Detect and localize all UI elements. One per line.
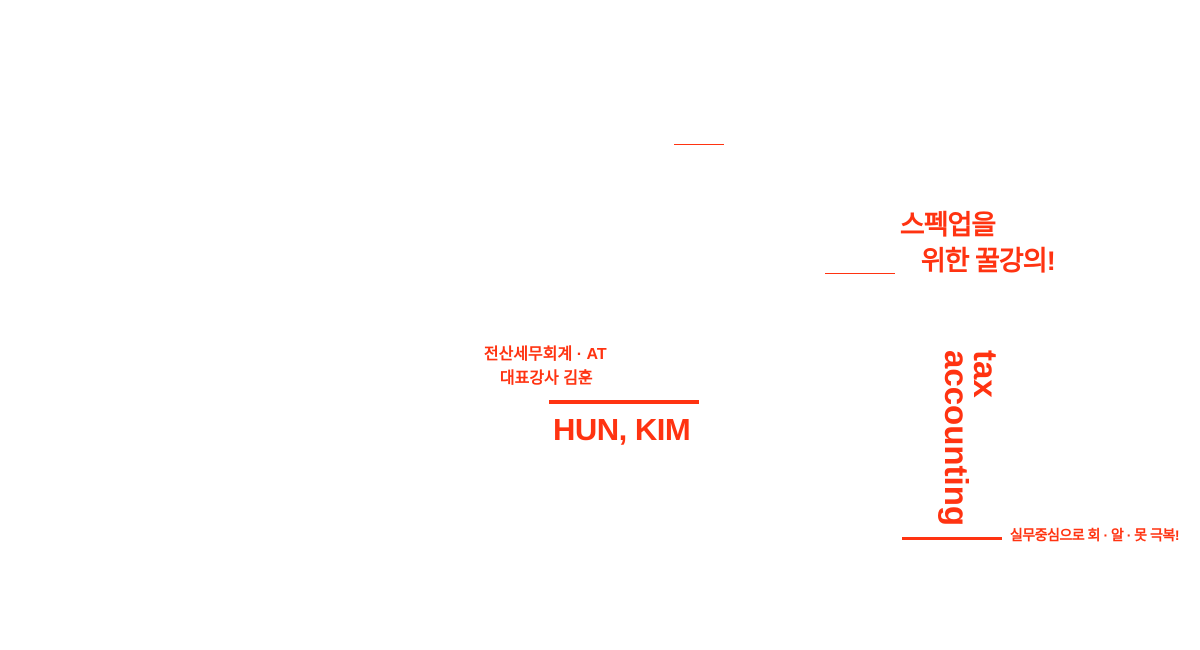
slogan-divider — [902, 537, 1002, 540]
headline-line1: 스펙업을 — [900, 210, 996, 240]
slogan: 실무중심으로 회 · 알 · 못 극복! — [1010, 527, 1180, 543]
vertical-title-line1: tax — [967, 350, 1004, 398]
vertical-title-line2: accounting — [938, 350, 975, 527]
vertical-title: tax accounting — [938, 350, 1004, 526]
headline-line2: 위한 꿀강의! — [921, 246, 1056, 276]
headline: 스펙업을 위한 꿀강의! — [900, 207, 1056, 279]
instructor-role: 대표강사 김훈 — [500, 370, 593, 387]
course-title: 전산세무회계 · AT — [484, 346, 607, 363]
instructor-name: HUN, KIM — [553, 412, 691, 447]
decorative-line-top — [674, 144, 724, 145]
decorative-line-headline — [825, 273, 895, 274]
course-info: 전산세무회계 · AT 대표강사 김훈 — [484, 343, 607, 391]
name-divider — [549, 400, 699, 404]
